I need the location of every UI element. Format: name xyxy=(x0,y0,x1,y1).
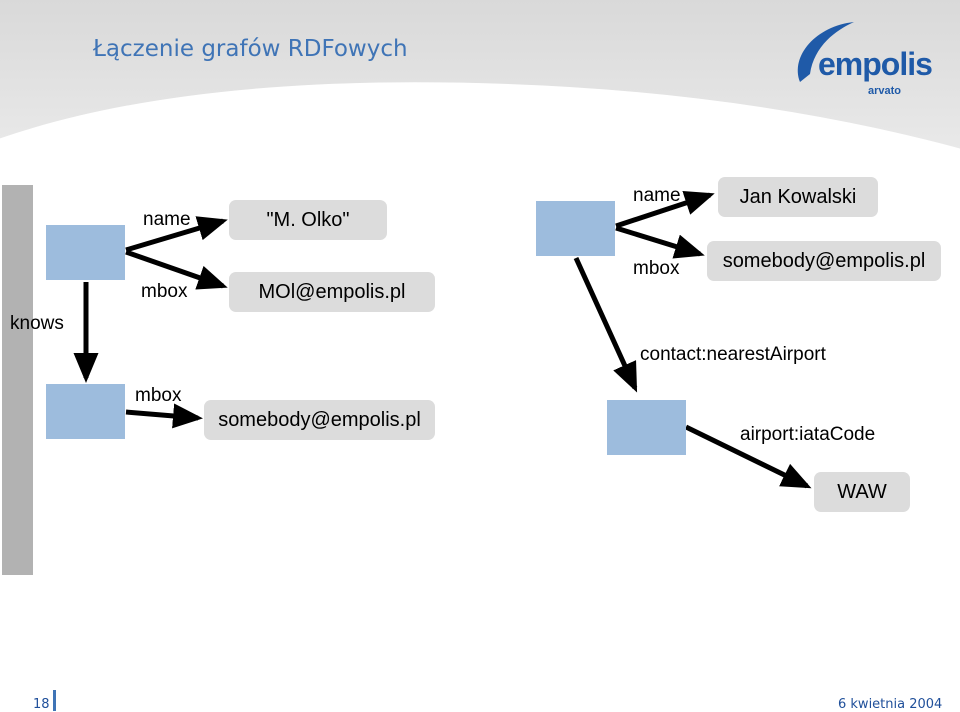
literal-iata: WAW xyxy=(814,472,910,512)
resource-node-airport xyxy=(607,400,686,455)
arrow-left-mbox1 xyxy=(125,249,228,290)
literal-mbox: somebody@empolis.pl xyxy=(204,400,435,440)
edge-label-mbox: mbox xyxy=(633,258,680,279)
resource-node-left-top xyxy=(46,225,125,280)
literal-name: Jan Kowalski xyxy=(718,177,878,217)
edge-label-mbox: mbox xyxy=(135,385,182,406)
arrow-right-mbox xyxy=(615,225,705,259)
page-number: 18 xyxy=(33,697,50,712)
edge-label-nearest-airport: contact:nearestAirport xyxy=(640,344,826,365)
empolis-logo: empolis arvato xyxy=(788,16,948,106)
edge-label-iata-code: airport:iataCode xyxy=(740,424,876,445)
arrow-right-name xyxy=(615,190,715,229)
header-background xyxy=(0,0,960,152)
literal-mbox: MOl@empolis.pl xyxy=(229,272,435,312)
edge-label-name: name xyxy=(143,209,191,230)
slide-title: Łączenie grafów RDFowych xyxy=(93,36,408,62)
resource-node-left-bottom xyxy=(46,384,125,439)
logo-subtext: arvato xyxy=(868,85,902,97)
slide-date: 6 kwietnia 2004 xyxy=(838,697,943,712)
literal-mbox: somebody@empolis.pl xyxy=(707,241,941,281)
logo-wordmark: empolis xyxy=(818,46,933,82)
arrow-nearest-airport xyxy=(573,256,638,393)
footer-divider xyxy=(53,690,56,711)
resource-node-right-top xyxy=(536,201,615,256)
edge-label-mbox: mbox xyxy=(141,281,188,302)
edge-label-knows: knows xyxy=(10,313,64,334)
logo-swoosh-icon xyxy=(797,22,854,82)
arrow-left-mbox2 xyxy=(125,403,203,429)
literal-name: "M. Olko" xyxy=(229,200,387,240)
arrow-left-name xyxy=(125,216,228,253)
arrow-iata xyxy=(684,424,812,489)
side-bar xyxy=(2,185,33,575)
edge-label-name: name xyxy=(633,185,681,206)
